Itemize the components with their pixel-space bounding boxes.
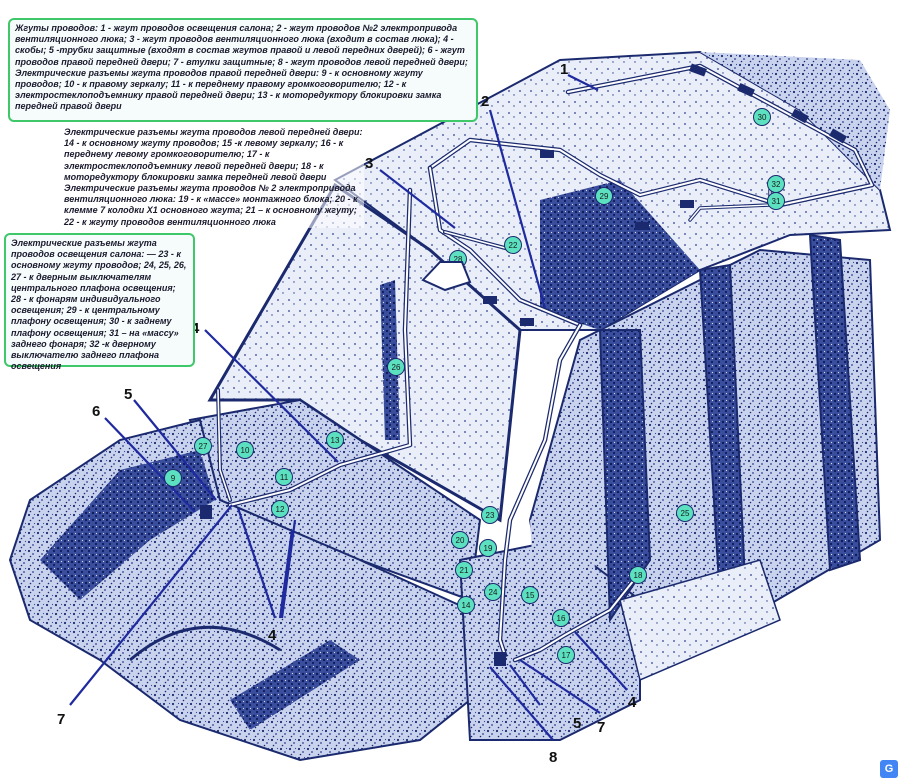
svg-text:29: 29	[600, 192, 609, 201]
connector-26: 26	[387, 358, 405, 376]
callout-7-left: 7	[57, 711, 65, 728]
connector-16: 16	[552, 609, 570, 627]
svg-text:11: 11	[280, 473, 289, 482]
svg-text:30: 30	[758, 113, 767, 122]
svg-text:20: 20	[456, 536, 465, 545]
connector-11: 11	[275, 468, 293, 486]
svg-text:15: 15	[526, 591, 535, 600]
callout-7-right: 7	[597, 719, 605, 736]
connector-9: 9	[164, 469, 182, 487]
connector-27: 27	[194, 437, 212, 455]
legend-harness-box: Жгуты проводов: 1 - жгут проводов освеще…	[8, 18, 478, 122]
svg-text:13: 13	[331, 436, 340, 445]
svg-text:22: 22	[509, 241, 518, 250]
connector-25: 25	[676, 504, 694, 522]
connector-17: 17	[557, 646, 575, 664]
legend-right-door-connectors: Электрические разъемы жгута проводов пра…	[15, 67, 442, 112]
callout-8: 8	[549, 749, 557, 766]
connector-12: 12	[271, 500, 289, 518]
legend-sunroof-connectors: Электрические разъемы жгута проводов № 2…	[64, 183, 358, 227]
svg-text:9: 9	[171, 474, 176, 483]
svg-text:10: 10	[241, 446, 250, 455]
callout-4-top: 4	[191, 320, 200, 337]
legend-left-door-connectors: Электрические разъемы жгута проводов лев…	[64, 127, 363, 182]
connector-24: 24	[484, 583, 502, 601]
connector-30: 30	[753, 108, 771, 126]
svg-text:19: 19	[484, 544, 493, 553]
svg-text:31: 31	[772, 197, 781, 206]
callout-4-bottom: 4	[268, 627, 277, 644]
callout-3: 3	[365, 155, 373, 172]
svg-text:23: 23	[486, 511, 495, 520]
connector-29: 29	[595, 187, 613, 205]
leader-lines	[69, 74, 628, 741]
connector-10: 10	[236, 441, 254, 459]
connector-22: 22	[504, 236, 522, 254]
connector-bubbles: 9 10 11 12 13 14 15 16 17 18 19 20 21 22…	[164, 108, 785, 664]
svg-text:28: 28	[454, 255, 463, 264]
connector-32: 32	[767, 175, 785, 193]
callout-5-right: 5	[573, 715, 581, 732]
connector-20: 20	[451, 531, 469, 549]
connector-23: 23	[481, 506, 499, 524]
svg-text:16: 16	[557, 614, 566, 623]
connector-31: 31	[767, 192, 785, 210]
callout-2: 2	[481, 93, 489, 110]
legend-connectors-block: Электрические разъемы жгута проводов лев…	[64, 127, 364, 228]
callout-5-left: 5	[124, 386, 132, 403]
callout-4-right: 4	[628, 694, 637, 711]
svg-text:24: 24	[489, 588, 498, 597]
connector-13: 13	[326, 431, 344, 449]
connector-15: 15	[521, 586, 539, 604]
connector-19: 19	[479, 539, 497, 557]
svg-text:32: 32	[772, 180, 781, 189]
svg-text:25: 25	[681, 509, 690, 518]
connector-21: 21	[455, 561, 473, 579]
connector-18: 18	[629, 566, 647, 584]
harness-clips	[200, 63, 847, 666]
translate-badge-label: G	[884, 763, 894, 775]
sunroof-bracket	[421, 261, 472, 292]
svg-text:26: 26	[392, 363, 401, 372]
callout-numbers: 1 2 3 4 4 4 5 5 6 7 7 8	[57, 61, 637, 766]
svg-text:27: 27	[199, 442, 208, 451]
callout-1: 1	[560, 61, 568, 78]
legend-lighting-box: Электрические разъемы жгута проводов осв…	[4, 233, 195, 371]
google-translate-icon[interactable]: G	[880, 760, 898, 778]
svg-text:12: 12	[276, 505, 285, 514]
svg-text:21: 21	[460, 566, 469, 575]
svg-text:17: 17	[562, 651, 571, 660]
svg-text:18: 18	[634, 571, 643, 580]
svg-text:14: 14	[462, 601, 471, 610]
callout-6: 6	[92, 403, 100, 420]
legend-lighting-connectors: Электрические разъемы жгута проводов осв…	[11, 238, 187, 372]
legend-harness-line: Жгуты проводов: 1 - жгут проводов освеще…	[15, 23, 468, 67]
connector-14: 14	[457, 596, 475, 614]
